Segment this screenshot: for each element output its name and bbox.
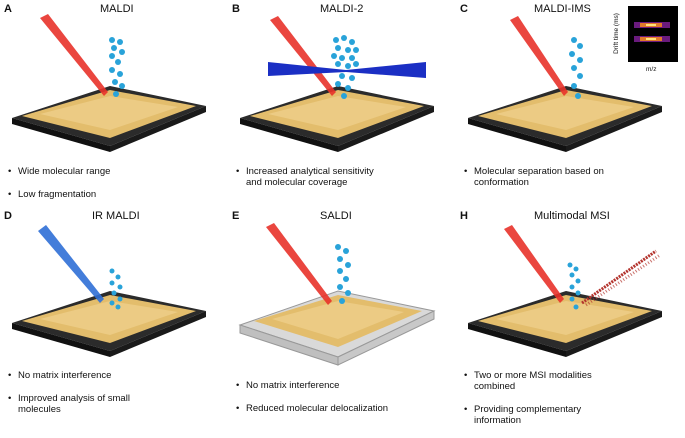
panel-title: MALDI-2 [320, 3, 364, 15]
feature-list: No matrix interference Improved analysis… [6, 359, 130, 427]
feature-item: Reduced molecular delocalization [234, 403, 388, 414]
feature-list: Wide molecular range Low fragmentation [6, 155, 110, 212]
ion-cloud [567, 262, 581, 310]
panel-maldi: A MALDI Wide molecular range Low fragmen… [0, 0, 228, 207]
feature-list: Increased analytical sensitivity and mol… [234, 155, 374, 200]
panel-maldi-ims: Drift time (ms) m/z C MALDI-IMS Molecula… [456, 0, 685, 207]
ion-cloud [335, 244, 351, 304]
sample-slab [468, 86, 662, 152]
maldi-illustration [12, 14, 206, 152]
sample-slab [240, 86, 434, 152]
nanostructured-substrate [238, 290, 436, 366]
panel-maldi-2: B MALDI-2 Increased analytical sensitivi… [228, 0, 456, 207]
feature-item: No matrix interference [6, 370, 130, 381]
sample-slab [12, 291, 206, 357]
feature-item: Wide molecular range [6, 166, 110, 177]
panel-title: MALDI-IMS [534, 3, 591, 15]
laser-beam [266, 223, 332, 305]
panel-ir-maldi: D IR MALDI No matrix interference Improv… [0, 207, 228, 415]
feature-item: Molecular separation based on conformati… [462, 166, 604, 188]
ion-cloud [109, 37, 125, 97]
feature-item: Low fragmentation [6, 189, 110, 200]
sample-slab [12, 86, 206, 152]
drift-time-heatmap [628, 6, 678, 62]
maldi-2-illustration [240, 16, 434, 152]
panel-letter: C [460, 3, 468, 15]
laser-beam [504, 225, 564, 303]
ion-cloud [331, 35, 359, 99]
saldi-illustration [238, 223, 436, 366]
ion-cloud [109, 268, 123, 310]
ir-maldi-illustration [12, 225, 206, 357]
ion-cloud [569, 37, 583, 99]
laser-beam [510, 16, 568, 96]
feature-list: Molecular separation based on conformati… [462, 155, 604, 200]
panel-multimodal-msi: H Multimodal MSI Two or more MSI modalit… [456, 207, 685, 426]
feature-item: Two or more MSI modalities combined [462, 370, 592, 392]
laser-beam [40, 14, 108, 96]
sample-slab [468, 291, 662, 357]
inset-xlabel: m/z [646, 66, 657, 73]
panel-letter: H [460, 210, 468, 222]
inset-ylabel: Drift time (ms) [612, 13, 620, 54]
panel-title: SALDI [320, 210, 352, 222]
feature-list: Two or more MSI modalities combined Prov… [462, 359, 592, 438]
feature-item: Increased analytical sensitivity and mol… [234, 166, 374, 188]
post-ionization-laser [268, 62, 426, 78]
panel-title: IR MALDI [92, 210, 140, 222]
ir-laser-beam [38, 225, 104, 303]
secondary-ion-trail [581, 249, 661, 307]
feature-list: No matrix interference Reduced molecular… [234, 369, 388, 426]
panel-letter: B [232, 3, 240, 15]
maldi-ims-illustration [468, 6, 678, 152]
panel-title: Multimodal MSI [534, 210, 610, 222]
panel-letter: A [4, 3, 12, 15]
feature-item: Providing complementary information [462, 404, 592, 426]
feature-item: Improved analysis of small molecules [6, 393, 130, 415]
panel-letter: D [4, 210, 12, 222]
laser-beam [270, 16, 336, 96]
panel-title: MALDI [100, 3, 134, 15]
multimodal-msi-illustration [468, 225, 662, 357]
feature-item: No matrix interference [234, 380, 388, 391]
panel-letter: E [232, 210, 240, 222]
panel-saldi: E SALDI No matrix interference Reduced m… [228, 207, 456, 414]
